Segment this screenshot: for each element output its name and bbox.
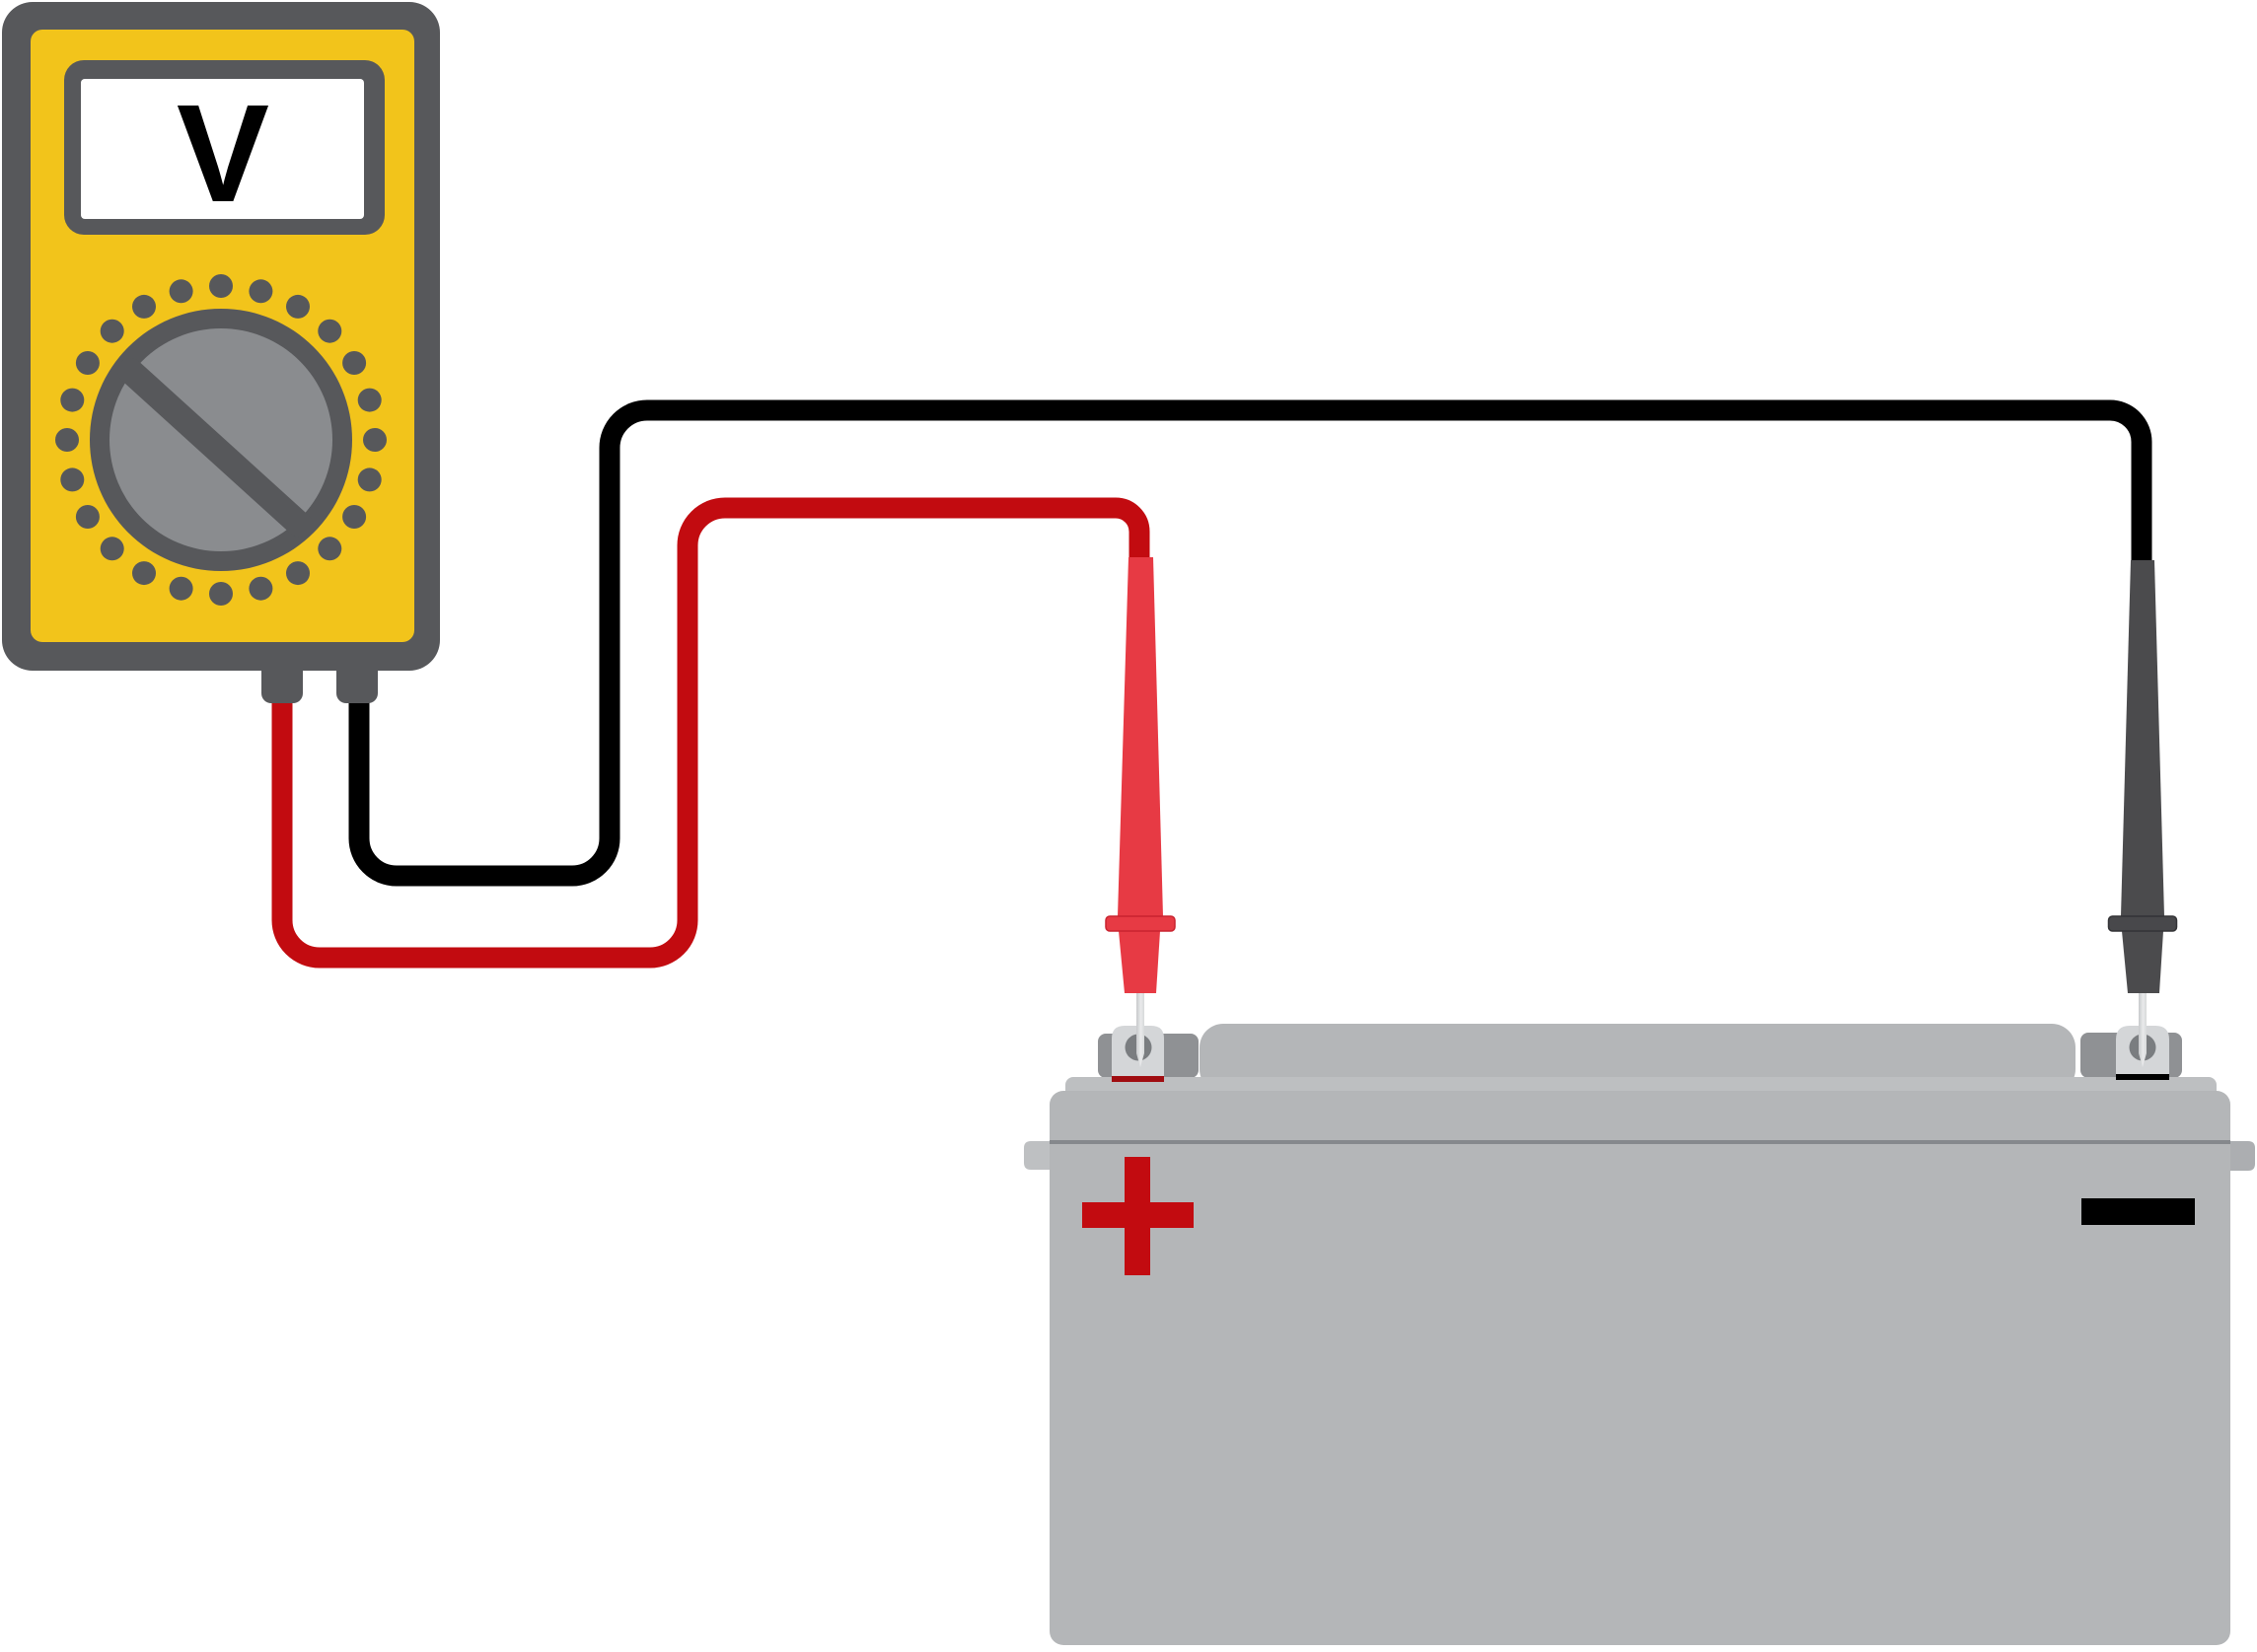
svg-text:V: V xyxy=(177,75,269,231)
